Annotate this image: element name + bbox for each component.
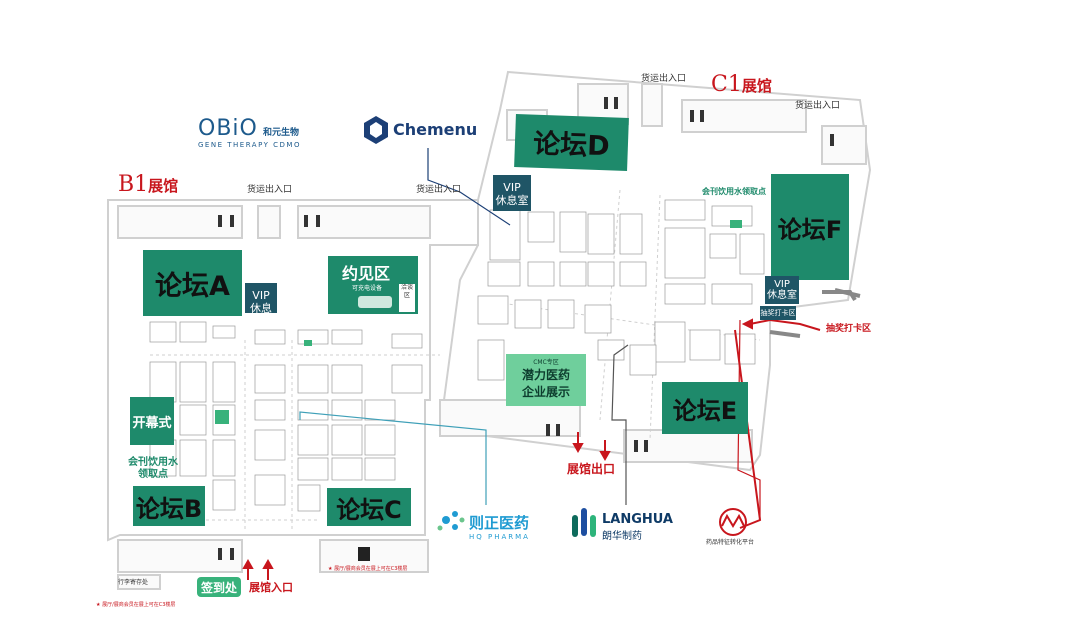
checkin-label: 抽奖打卡区: [826, 324, 872, 334]
hq-cn: 则正医药: [469, 514, 530, 532]
meeting-zone[interactable]: 约见区 可充电设备 洽谈区: [328, 256, 418, 314]
hq-en: HQ PHARMA: [469, 533, 530, 541]
potential-line1: 潜力医药: [521, 368, 570, 382]
meeting-zone-title: 约见区: [342, 264, 391, 283]
potential-tag: CMC专区: [533, 359, 559, 366]
langhua-logo-mark: [572, 508, 596, 537]
hall-b1-text: 展馆: [148, 177, 179, 195]
water-point-c1: 会刊饮用水领取点: [702, 187, 766, 196]
booth-grid-c1: [477, 199, 765, 381]
vip-b1-line2: 休息室: [250, 302, 272, 328]
meeting-zone-sub: 可充电设备: [352, 285, 383, 292]
checkin-box[interactable]: 抽奖打卡区: [760, 306, 796, 320]
register-icon: [358, 547, 370, 561]
hall-c1-text: 展馆: [741, 77, 772, 95]
hall-exit-label: 展馆出口: [567, 462, 616, 476]
yaopin-logo-mark: [719, 508, 747, 536]
obio-sub: GENE THERAPY CDMO: [198, 141, 301, 149]
langhua-en: LANGHUA: [602, 512, 673, 527]
hq-pharma-logo: 则正医药 HQ PHARMA: [469, 512, 530, 541]
opening-ceremony[interactable]: 开幕式: [130, 397, 174, 445]
forum-f[interactable]: 论坛F: [771, 174, 849, 280]
forum-b[interactable]: 论坛B: [133, 486, 205, 526]
chemenu-logo: Chemenu: [393, 120, 478, 139]
hall-c1-label: C1展馆: [711, 72, 772, 97]
booth-grid-b1: [149, 321, 423, 512]
signin-desk: [197, 577, 241, 597]
obio-logo: OBiO 和元生物 GENE THERAPY CDMO: [198, 116, 301, 149]
hall-b1-outline: [107, 199, 479, 590]
obio-cn: 和元生物: [262, 128, 299, 138]
potential-pharma-zone[interactable]: CMC专区 潜力医药 企业展示: [506, 354, 586, 406]
cargo-entrance-c1-north: 货运出入口: [641, 74, 687, 84]
yaopin-logo: 药品特征转化平台: [706, 539, 755, 546]
meeting-zone-side: 洽谈区: [399, 284, 415, 312]
hall-c1-code: C1: [711, 72, 742, 97]
vip-c1w-line2: 休息室: [495, 194, 529, 207]
wall-segment: [769, 288, 861, 338]
forum-e[interactable]: 论坛E: [662, 382, 748, 434]
green-booth-accents: [215, 220, 742, 424]
forum-d[interactable]: 论坛D: [514, 114, 629, 171]
luggage-label: 行李寄存处: [118, 579, 149, 586]
footnote-b: ★ 展厅/展商会员在展上可在C3楼层: [328, 566, 408, 572]
langhua-logo: LANGHUA 朗华制药: [602, 512, 673, 542]
vip-b1-line1: VIP: [252, 289, 270, 302]
cargo-entrance-b1-west: 货运出入口: [247, 185, 293, 195]
hq-logo-mark: [437, 511, 465, 531]
hall-b1-code: B1: [118, 172, 149, 197]
water-b-line2: 领取点: [138, 469, 168, 480]
forum-a[interactable]: 论坛A: [143, 250, 242, 316]
water-point-b1: 会刊饮用水 领取点: [128, 457, 178, 481]
vip-c1e-line1: VIP: [774, 279, 790, 290]
vip-c1e-line2: 休息室: [767, 290, 797, 301]
vip-lounge-c1-west[interactable]: VIP 休息室: [493, 175, 531, 211]
cargo-entrance-c1-east: 货运出入口: [795, 101, 841, 111]
potential-line2: 企业展示: [521, 385, 570, 399]
vip-lounge-b1[interactable]: VIP 休息室: [245, 283, 277, 328]
cargo-entrance-b1-east: 货运出入口: [416, 185, 462, 195]
forum-c[interactable]: 论坛C: [327, 488, 411, 526]
water-b-line1: 会刊饮用水: [128, 457, 178, 468]
footnote-a: ★ 展厅/展商会员在展上可在C3楼层: [96, 602, 176, 608]
signin-desk-label[interactable]: 签到处: [200, 580, 237, 595]
obio-name: OBiO: [198, 116, 258, 141]
langhua-cn: 朗华制药: [602, 531, 642, 542]
hall-b1-label: B1展馆: [118, 172, 178, 197]
vip-lounge-c1-east[interactable]: VIP 休息室: [765, 276, 799, 304]
vip-c1w-line1: VIP: [503, 181, 521, 194]
hall-entrance-label: 展馆入口: [249, 581, 293, 594]
meeting-seats-icon: [358, 296, 392, 308]
chemenu-logo-mark: [364, 116, 388, 144]
